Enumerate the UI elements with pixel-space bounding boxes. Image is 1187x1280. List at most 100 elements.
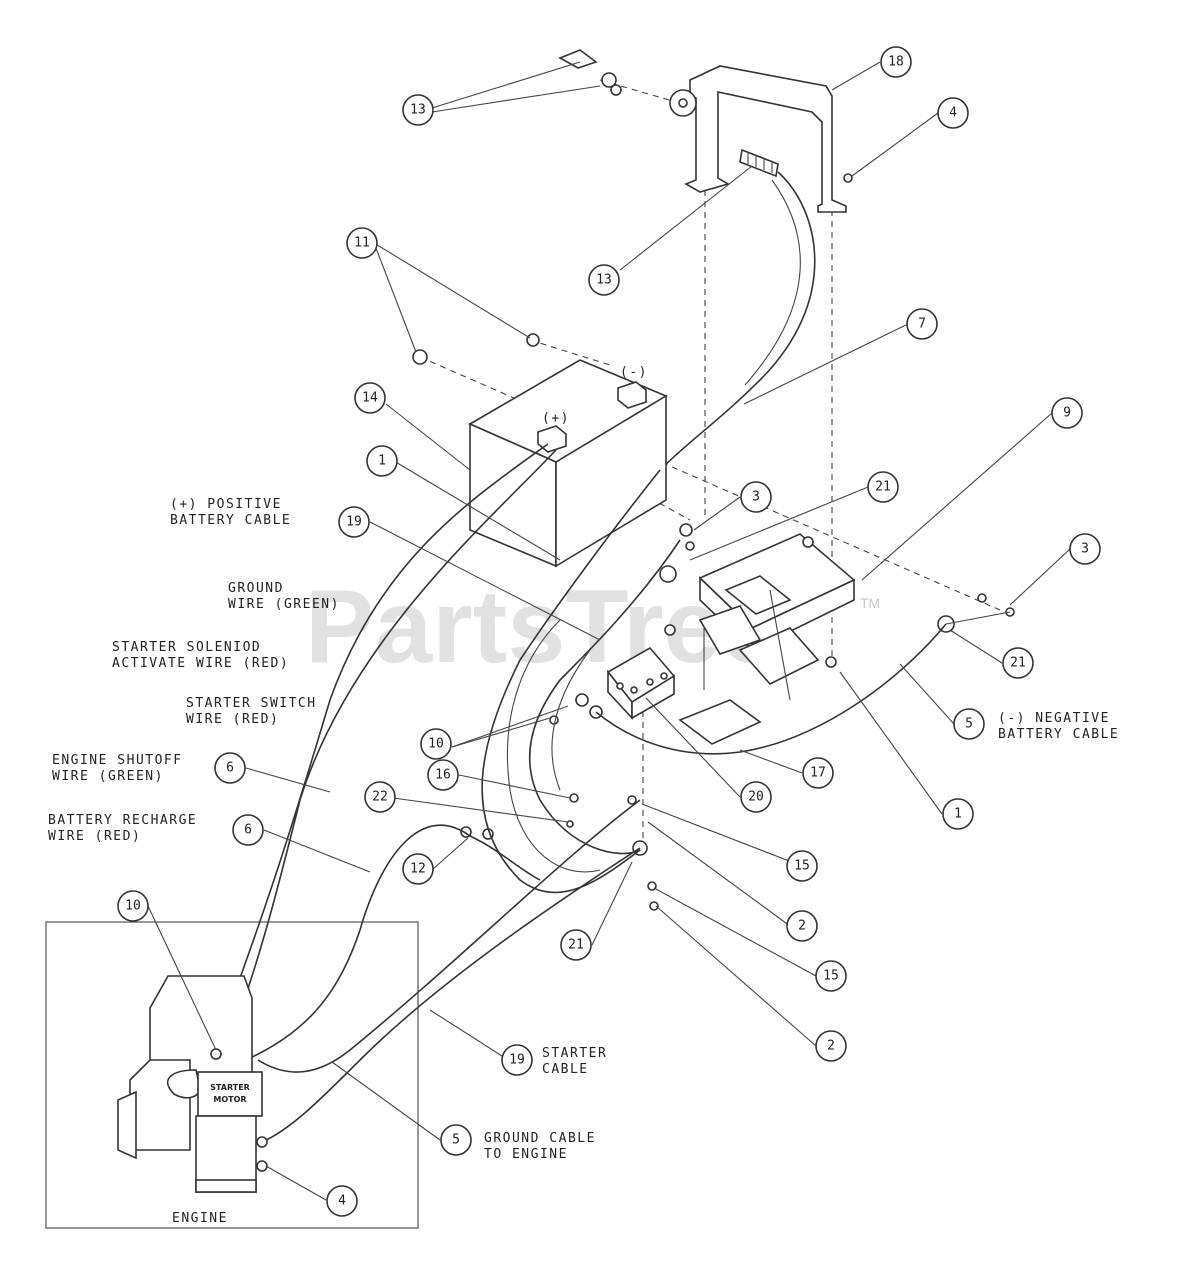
svg-text:9: 9 [1063,406,1071,421]
callout-4-b: 4 [326,1185,358,1217]
svg-text:22: 22 [372,790,388,805]
switch-cable [659,171,816,471]
callout-4-a: 4 [937,97,969,129]
svg-text:14: 14 [362,391,378,406]
svg-text:4: 4 [949,106,957,121]
callout-22: 22 [364,781,396,813]
positive-cable-label-1: (+) POSITIVE [170,497,282,512]
key-fasteners [558,49,622,96]
negative-cable-label-1: (-) NEGATIVE [998,711,1110,726]
callout-21-b: 21 [1002,647,1034,679]
engine-label: ENGINE [172,1211,228,1226]
svg-text:21: 21 [568,938,584,953]
solenoid-wire-label-1: STARTER SOLENIOD [112,640,261,655]
callout-15-b: 15 [815,960,847,992]
callout-6-a: 6 [214,752,246,784]
ground-wire-label-2: WIRE (GREEN) [228,597,340,612]
svg-text:1: 1 [378,454,386,469]
callout-5-b: 5 [440,1124,472,1156]
svg-text:20: 20 [748,790,764,805]
callout-2-a: 2 [786,910,818,942]
callout-12: 12 [402,853,434,885]
svg-text:18: 18 [888,55,904,70]
svg-text:11: 11 [354,236,370,251]
callout-16: 16 [427,759,459,791]
callout-21-a: 21 [867,471,899,503]
callout-11: 11 [346,227,378,259]
svg-text:13: 13 [410,103,426,118]
callout-18-a: 18 [880,46,912,78]
starter-switch-label-1: STARTER SWITCH [186,696,317,711]
engine-shutoff-label-2: WIRE (GREEN) [52,769,164,784]
svg-text:6: 6 [226,761,234,776]
battery: (+) (-) [412,333,668,568]
callout-14: 14 [354,382,386,414]
callout-5-a: 5 [953,708,985,740]
solenoid [606,646,676,721]
starter-motor-label-2: MOTOR [213,1095,246,1104]
svg-text:17: 17 [810,766,826,781]
battery-positive-terminal-label: (+) [542,411,570,426]
ground-cable-label-2: TO ENGINE [484,1147,568,1162]
svg-text:10: 10 [125,899,141,914]
svg-text:15: 15 [823,969,839,984]
callout-20: 20 [740,781,772,813]
callout-15-a: 15 [786,850,818,882]
svg-text:3: 3 [1081,542,1089,557]
negative-cable-label-2: BATTERY CABLE [998,727,1119,742]
text-labels: (+) POSITIVE BATTERY CABLE GROUND WIRE (… [48,497,1119,1162]
callout-1-b: 1 [942,798,974,830]
svg-text:7: 7 [918,317,926,332]
callout-10-a: 10 [420,728,452,760]
callout-13-b: 13 [588,264,620,296]
svg-text:21: 21 [875,480,891,495]
watermark-tm: TM [860,595,880,611]
leader-lines [147,61,1071,1201]
callout-10-b: 10 [117,890,149,922]
svg-text:4: 4 [338,1194,346,1209]
svg-text:21: 21 [1010,656,1026,671]
svg-text:16: 16 [435,768,451,783]
starter-switch-label-2: WIRE (RED) [186,712,279,727]
callout-13-a: 13 [402,94,434,126]
battery-negative-terminal-label: (-) [620,365,648,380]
starter-motor-label-1: STARTER [210,1083,250,1092]
callout-1-a: 1 [366,445,398,477]
positive-cable-label-2: BATTERY CABLE [170,513,291,528]
fasteners [460,523,1015,911]
callout-6-b: 6 [232,814,264,846]
engine-box: STARTER MOTOR ENGINE [45,921,419,1229]
callout-17: 17 [802,757,834,789]
starter-cable-label-2: CABLE [542,1062,589,1077]
svg-text:2: 2 [827,1039,835,1054]
ground-cable-label-1: GROUND CABLE [484,1131,596,1146]
battery-recharge-label-1: BATTERY RECHARGE [48,813,197,828]
svg-text:19: 19 [346,515,362,530]
svg-text:19: 19 [509,1053,525,1068]
svg-text:1: 1 [954,807,962,822]
svg-text:5: 5 [965,717,973,732]
svg-text:3: 3 [752,490,760,505]
svg-text:10: 10 [428,737,444,752]
callout-7: 7 [906,308,938,340]
svg-text:2: 2 [798,919,806,934]
svg-text:6: 6 [244,823,252,838]
callout-3-b: 3 [1069,533,1101,565]
ground-wire-label-1: GROUND [228,581,284,596]
callout-21-c: 21 [560,929,592,961]
callout-9: 9 [1051,397,1083,429]
svg-text:5: 5 [452,1133,460,1148]
svg-text:12: 12 [410,862,426,877]
solenoid-wire-label-2: ACTIVATE WIRE (RED) [112,656,289,671]
callout-19-b: 19 [501,1044,533,1076]
switch-cable-2 [744,179,801,386]
svg-text:13: 13 [596,273,612,288]
upper-bracket [669,65,853,213]
engine-shutoff-label-1: ENGINE SHUTOFF [52,753,183,768]
svg-text:15: 15 [794,859,810,874]
callouts: 13 18 4 13 11 7 14 1 9 19 21 3 3 21 5 17… [117,46,1101,1217]
starter-cable-label-1: STARTER [542,1046,607,1061]
battery-recharge-label-2: WIRE (RED) [48,829,141,844]
callout-2-b: 2 [815,1030,847,1062]
